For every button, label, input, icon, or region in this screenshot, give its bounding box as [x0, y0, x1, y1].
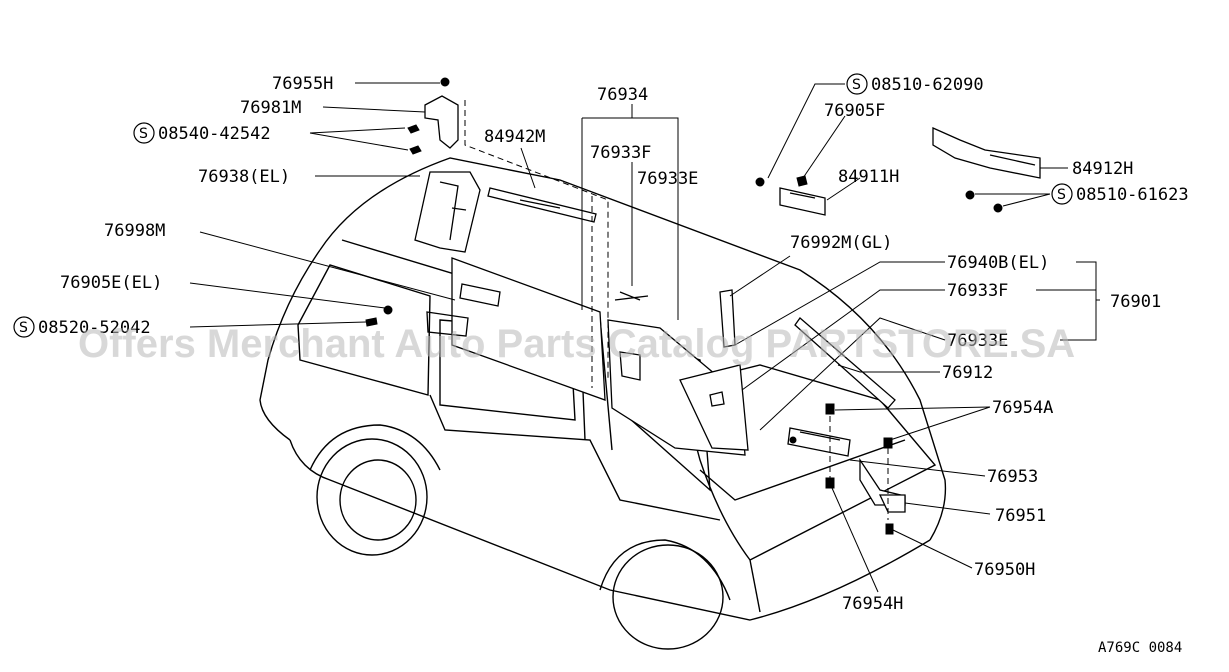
- label-76951: 76951: [995, 506, 1046, 526]
- svg-text:S: S: [139, 126, 148, 142]
- label-76950H: 76950H: [974, 560, 1035, 580]
- leader-lines: [189, 82, 1100, 593]
- svg-text:S: S: [852, 77, 861, 93]
- figure-code: A769C 0084: [1098, 640, 1182, 656]
- label-76901: 76901: [1110, 292, 1161, 312]
- label-76934: 76934: [597, 85, 648, 105]
- label-76938-EL: 76938(EL): [198, 167, 290, 187]
- label-76905E-EL: 76905E(EL): [60, 273, 162, 293]
- label-76905F: 76905F: [824, 101, 885, 121]
- label-76940B-EL: 76940B(EL): [947, 253, 1049, 273]
- label-76933F-top: 76933F: [590, 143, 651, 163]
- front-screws: [365, 305, 393, 327]
- label-84942M: 84942M: [484, 127, 545, 147]
- part-labels: 76955H 76981M 08540-42542 84942M 76934 7…: [38, 74, 1189, 614]
- screw-symbol-08540: S: [133, 122, 155, 144]
- label-76933E-top: 76933E: [637, 169, 698, 189]
- label-76954A: 76954A: [992, 398, 1053, 418]
- screw-symbol-08510b: S: [1051, 183, 1073, 205]
- label-76981M: 76981M: [240, 98, 301, 118]
- part-84912H: [932, 126, 1041, 213]
- part-84911H: [755, 175, 826, 216]
- label-08510-61623: 08510-61623: [1076, 185, 1189, 205]
- pillar-trim-76938: [414, 171, 481, 253]
- bracket-76981M: [407, 77, 459, 155]
- roof-strip-84942M: [487, 187, 597, 223]
- rail-76912: [794, 317, 896, 409]
- side-panel-76934: [426, 100, 679, 401]
- label-08520-52042: 08520-52042: [38, 318, 151, 338]
- svg-text:S: S: [19, 320, 28, 336]
- watermark: Offers Merchant Auto Parts Catalog PARTS…: [78, 322, 1075, 366]
- van-body-outline: [259, 157, 947, 650]
- label-76933E-right: 76933E: [947, 331, 1008, 351]
- label-76954H: 76954H: [842, 594, 903, 614]
- label-76953: 76953: [987, 467, 1038, 487]
- label-08510-62090: 08510-62090: [871, 75, 984, 95]
- label-76992M-GL: 76992M(GL): [790, 233, 892, 253]
- label-76912: 76912: [942, 363, 993, 383]
- svg-text:S: S: [1057, 187, 1066, 203]
- label-76955H: 76955H: [272, 74, 333, 94]
- label-84912H: 84912H: [1072, 159, 1133, 179]
- label-76998M: 76998M: [104, 221, 165, 241]
- latch-group: [787, 403, 906, 535]
- label-84911H: 84911H: [838, 167, 899, 187]
- screw-symbol-08520: S: [13, 316, 35, 338]
- label-08540-42542: 08540-42542: [158, 124, 271, 144]
- screw-symbol-08510a: S: [846, 73, 868, 95]
- rear-panel-76940B: [607, 319, 749, 456]
- label-76933F-right: 76933F: [947, 281, 1008, 301]
